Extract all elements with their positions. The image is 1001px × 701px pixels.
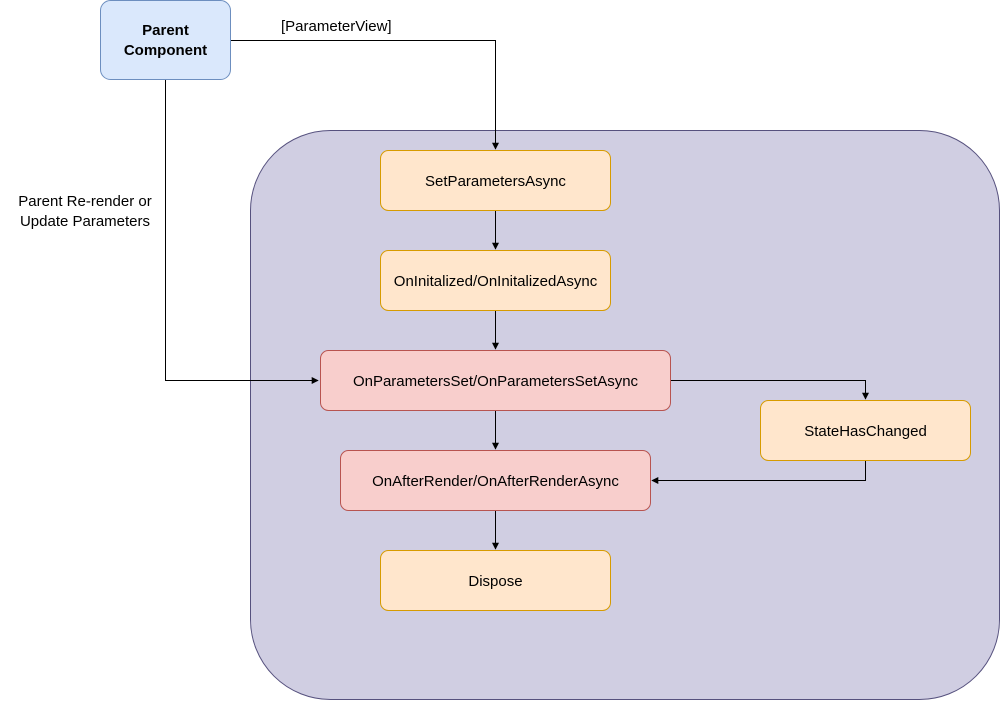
edge-onparametersset-to-statehaschanged	[670, 380, 869, 400]
rerender-edge-label-line1: Parent Re-render or	[18, 193, 151, 210]
rerender-edge-label-line2: Update Parameters	[20, 213, 150, 230]
statehaschanged-node: StateHasChanged	[760, 400, 971, 461]
dispose-label: Dispose	[468, 573, 522, 590]
oninitialized-label: OnInitalized/OnInitalizedAsync	[394, 273, 598, 290]
parent-component-node: Parent Component	[100, 0, 231, 80]
onparametersset-node: OnParametersSet/OnParametersSetAsync	[320, 350, 671, 411]
oninitialized-node: OnInitalized/OnInitalizedAsync	[380, 250, 611, 311]
onparametersset-label: OnParametersSet/OnParametersSetAsync	[353, 373, 639, 390]
edge-statehaschanged-to-onafterrender	[651, 460, 866, 484]
onafterrender-label: OnAfterRender/OnAfterRenderAsync	[372, 473, 619, 490]
onafterrender-node: OnAfterRender/OnAfterRenderAsync	[340, 450, 651, 511]
parent-component-label-line1: Parent	[142, 22, 189, 39]
statehaschanged-label: StateHasChanged	[804, 423, 927, 440]
setparametersasync-node: SetParametersAsync	[380, 150, 611, 211]
edges	[165, 40, 869, 550]
edge-parent-to-setparameters	[230, 40, 499, 150]
setparametersasync-label: SetParametersAsync	[425, 173, 566, 190]
parameterview-edge-label: [ParameterView]	[281, 18, 392, 35]
parent-component-label-line2: Component	[124, 42, 207, 59]
dispose-node: Dispose	[380, 550, 611, 611]
edge-parent-rerender-to-onparametersset	[165, 80, 319, 384]
